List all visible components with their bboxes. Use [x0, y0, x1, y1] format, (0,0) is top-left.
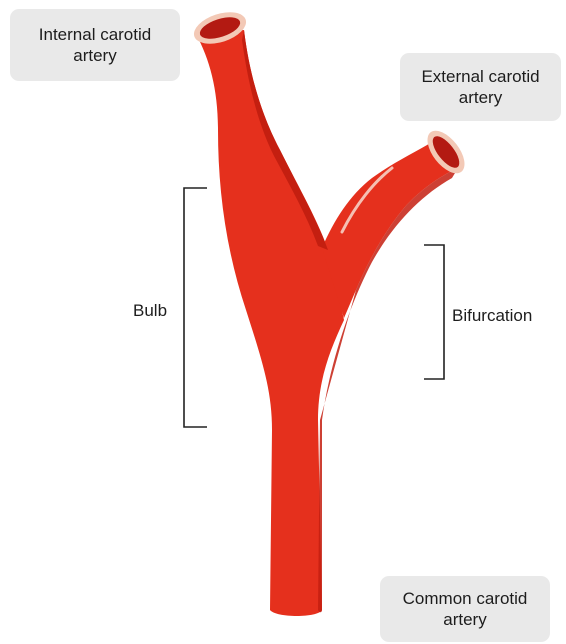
bulb-label: Bulb — [133, 300, 167, 321]
bulb-bracket — [184, 188, 207, 427]
external-carotid-label: External carotid artery — [400, 53, 561, 121]
common-carotid-label: Common carotid artery — [380, 576, 550, 642]
internal-carotid-label: Internal carotid artery — [10, 9, 180, 81]
bifurcation-bracket — [424, 245, 444, 379]
bifurcation-label: Bifurcation — [452, 305, 532, 326]
